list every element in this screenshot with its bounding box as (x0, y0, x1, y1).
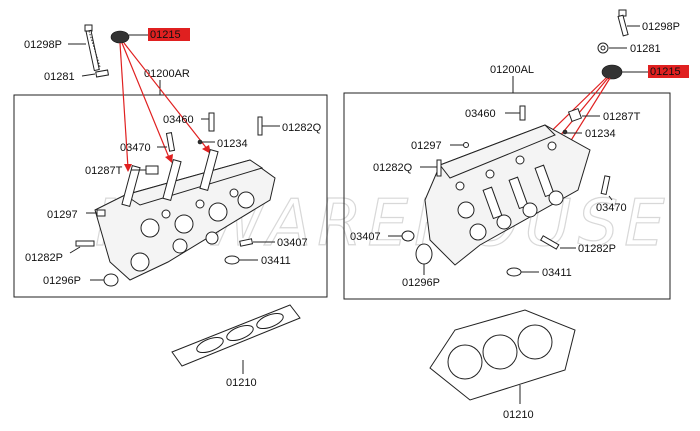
label-left-03470[interactable]: 03470 (120, 142, 151, 154)
right-head-gasket-01210[interactable] (429, 309, 576, 401)
label-right-03411[interactable]: 03411 (542, 267, 572, 279)
right-part-01287t[interactable] (567, 107, 583, 123)
label-right-01215[interactable]: 01215 (650, 66, 681, 78)
label-right-box-01200al[interactable]: 01200AL (490, 64, 534, 76)
label-left-01296p[interactable]: 01296P (43, 275, 81, 287)
left-part-01297[interactable] (96, 209, 106, 217)
label-left-01234[interactable]: 01234 (217, 138, 248, 150)
left-seal-01215[interactable] (110, 30, 130, 44)
left-part-01234[interactable] (197, 139, 203, 145)
highlight-left-01215 (148, 28, 190, 41)
right-part-01282p[interactable] (540, 235, 560, 250)
left-part-01282q[interactable] (257, 116, 263, 136)
left-part-03407[interactable] (239, 238, 254, 247)
label-left-01210[interactable]: 01210 (226, 377, 257, 389)
label-right-03407[interactable]: 03407 (350, 231, 381, 243)
label-right-01298p[interactable]: 01298P (642, 21, 680, 33)
label-left-01282q[interactable]: 01282Q (282, 122, 322, 134)
left-bolt-01298p[interactable] (84, 24, 101, 72)
leader-left-01281 (81, 73, 96, 77)
label-right-01297[interactable]: 01297 (411, 140, 442, 152)
right-part-03460[interactable] (519, 105, 526, 121)
right-assembly-frame (343, 92, 671, 300)
label-left-03407[interactable]: 03407 (277, 237, 308, 249)
right-part-01297[interactable] (463, 142, 469, 148)
right-cylinder-head[interactable] (424, 124, 591, 266)
label-left-01215[interactable]: 01215 (150, 29, 181, 41)
leader-right-03470 (608, 195, 613, 201)
right-seal-01215[interactable] (601, 64, 623, 80)
label-left-box-01200ar[interactable]: 01200AR (144, 68, 190, 80)
leader-left-01282p (69, 246, 81, 254)
label-right-01282p[interactable]: 01282P (578, 243, 616, 255)
left-part-01296p[interactable] (103, 273, 119, 287)
label-left-01298p[interactable]: 01298P (24, 39, 62, 51)
left-part-03470[interactable] (165, 132, 176, 152)
label-right-01210[interactable]: 01210 (503, 409, 534, 421)
right-part-03411[interactable] (506, 267, 522, 277)
label-left-01297[interactable]: 01297 (47, 209, 78, 221)
label-left-01282p[interactable]: 01282P (25, 252, 63, 264)
right-part-01296p[interactable] (415, 243, 433, 265)
left-washer-01281[interactable] (95, 69, 110, 78)
right-bolt-01298p[interactable] (617, 9, 629, 37)
label-left-03411[interactable]: 03411 (261, 255, 291, 267)
label-right-03470[interactable]: 03470 (596, 202, 627, 214)
left-assembly-frame (13, 94, 328, 298)
right-part-01234[interactable] (562, 129, 568, 135)
left-part-03411[interactable] (224, 255, 240, 265)
left-cylinder-head[interactable] (94, 149, 276, 281)
label-left-01287t[interactable]: 01287T (85, 165, 123, 177)
label-right-01234[interactable]: 01234 (585, 128, 616, 140)
label-left-03460[interactable]: 03460 (163, 114, 194, 126)
right-part-03407[interactable] (401, 230, 415, 242)
label-right-01287t[interactable]: 01287T (603, 111, 641, 123)
label-right-03460[interactable]: 03460 (465, 108, 496, 120)
label-right-01281[interactable]: 01281 (630, 43, 661, 55)
left-part-01287t[interactable] (145, 165, 159, 175)
left-part-03460[interactable] (208, 112, 215, 132)
label-right-01282q[interactable]: 01282Q (373, 162, 413, 174)
label-left-01281[interactable]: 01281 (44, 71, 75, 83)
left-head-gasket-01210[interactable] (171, 304, 301, 367)
right-part-03470[interactable] (600, 175, 611, 196)
left-part-01282p[interactable] (75, 240, 95, 247)
label-right-01296p[interactable]: 01296P (402, 277, 440, 289)
highlight-right-01215 (648, 65, 689, 78)
right-part-01282q[interactable] (436, 159, 442, 177)
left-seal-location-arrows (119, 42, 211, 172)
